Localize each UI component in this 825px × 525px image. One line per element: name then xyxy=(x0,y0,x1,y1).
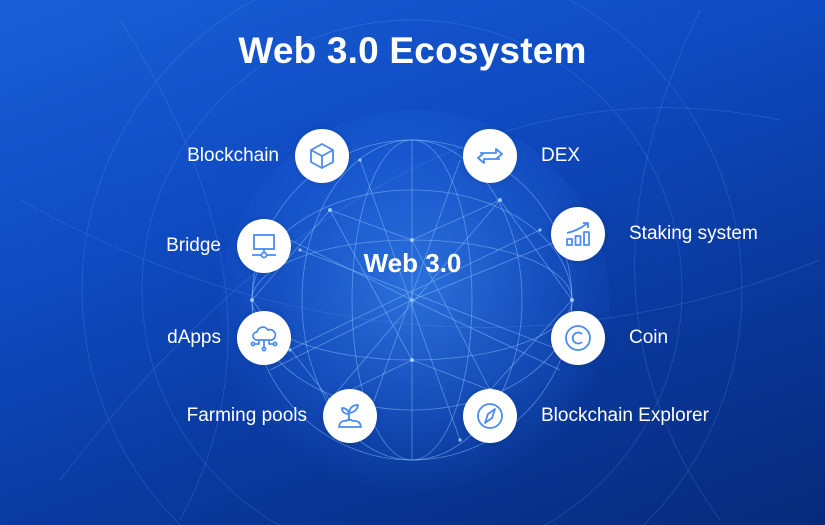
icon-circle xyxy=(463,129,517,183)
icon-circle xyxy=(463,389,517,443)
node-bridge: Bridge xyxy=(166,219,291,273)
node-dex: DEX xyxy=(463,129,580,183)
icon-circle xyxy=(551,207,605,261)
globe-glow xyxy=(220,110,610,500)
node-blockchain: Blockchain xyxy=(187,129,349,183)
node-label: Blockchain xyxy=(187,145,279,166)
cloud-network-icon xyxy=(250,326,278,352)
node-label: Staking system xyxy=(629,223,758,244)
node-label: Coin xyxy=(629,327,669,348)
node-label: dApps xyxy=(167,327,221,348)
center-label: Web 3.0 xyxy=(363,248,462,278)
node-coin: Coin xyxy=(551,311,668,365)
sprout-icon xyxy=(338,404,362,428)
swap-arrows-icon xyxy=(477,148,503,164)
node-label: Bridge xyxy=(166,235,221,256)
monitor-network-icon xyxy=(252,234,276,259)
node-blockchain-explorer: Blockchain Explorer xyxy=(463,389,709,443)
coin-c-icon xyxy=(565,325,591,351)
node-label: DEX xyxy=(541,145,581,166)
page-title: Web 3.0 Ecosystem xyxy=(238,30,587,71)
compass-icon xyxy=(477,403,503,429)
node-staking-system: Staking system xyxy=(551,207,758,261)
icon-circle xyxy=(323,389,377,443)
node-label: Farming pools xyxy=(186,405,307,426)
growth-chart-icon xyxy=(566,222,590,246)
icon-circle xyxy=(237,219,291,273)
cube-icon xyxy=(310,143,334,169)
node-label: Blockchain Explorer xyxy=(541,405,709,426)
icon-circle xyxy=(295,129,349,183)
icon-circle xyxy=(551,311,605,365)
node-farming-pools: Farming pools xyxy=(187,389,377,443)
icon-circle xyxy=(237,311,291,365)
node-dapps: dApps xyxy=(167,311,291,365)
